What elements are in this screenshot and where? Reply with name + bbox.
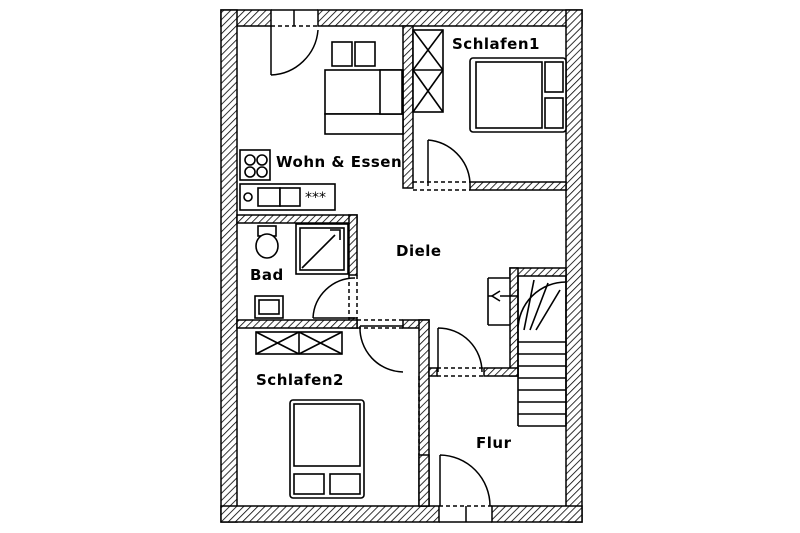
staircase-icon [487,276,567,427]
outer-wall-top-right [317,9,583,27]
door-schlafen1 [427,139,471,186]
sofa-icon [324,41,404,135]
furniture: *** [239,29,567,499]
room-label-flur: Flur [476,434,512,452]
room-label-bad: Bad [250,266,284,284]
door-schlafen2 [359,325,404,373]
wall-schlafen1-bottom [469,181,567,191]
toilet-icon [255,225,279,259]
room-label-diele: Diele [396,242,442,260]
wall-stair-bottom [483,367,519,377]
wardrobe-icon [412,29,444,113]
door-top [270,26,319,76]
shower-icon [295,223,349,275]
wall-stair-left [509,267,519,377]
wall-diele-flur [428,367,438,377]
outer-wall-bottom-left [220,505,440,523]
kitchen-icon: *** [239,149,336,211]
openings [271,9,492,523]
walls [220,9,583,523]
wardrobe-2-icon [255,331,343,355]
wall-bad-top [236,214,358,224]
bed-2-icon [289,399,365,499]
door-bad [312,277,356,319]
wall-bad-bottom [236,319,358,329]
sink-icon [254,295,284,319]
outer-wall-bottom-right [491,505,583,523]
wall-flur-left [418,454,430,507]
doors [270,26,491,507]
wall-schlafen1-left [402,25,414,189]
outer-wall-right [565,9,583,523]
wall-bad-right [348,214,358,276]
room-label-schlafen2: Schlafen2 [256,371,344,389]
bed-icon [469,57,567,133]
door-flur-upper [437,327,483,373]
room-label-schlafen1: Schlafen1 [452,35,540,53]
svg-text:***: *** [305,190,326,206]
door-entrance [439,454,491,507]
outer-wall-left [220,9,238,523]
room-label-wohn-essen: Wohn & Essen [276,153,403,171]
